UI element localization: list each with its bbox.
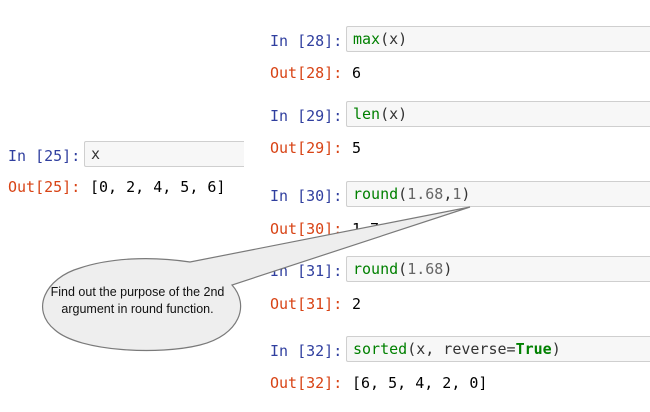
code-input-31[interactable]: round(1.68) [346, 256, 650, 282]
code-token: , [443, 185, 453, 203]
code-token: round [353, 185, 399, 203]
cell-29-in: In [29]: [270, 103, 342, 129]
out-prompt-25: Out[25]: [8, 178, 81, 196]
in-prompt-28: In [28]: [270, 32, 343, 50]
cell-31-out: Out[31]: [270, 293, 342, 315]
in-prompt-29: In [29]: [270, 107, 343, 125]
cell-30-in: In [30]: [270, 183, 342, 209]
output-30: 1.7 [352, 220, 380, 238]
output-31: 2 [352, 295, 362, 313]
code-token: 1.68 [407, 185, 444, 203]
code-input-30[interactable]: round(1.68,1) [346, 181, 650, 207]
output-32: [6, 5, 4, 2, 0] [352, 374, 488, 392]
code-token: = [506, 340, 516, 358]
code-token: (x) [380, 30, 408, 48]
code-token: 1.68 [407, 260, 444, 278]
code-token: ( [398, 260, 408, 278]
code-token: ) [551, 340, 561, 358]
in-prompt-30: In [30]: [270, 187, 343, 205]
out-prompt-29: Out[29]: [270, 139, 343, 157]
code-token: (x) [380, 105, 408, 123]
code-token: ( [398, 185, 408, 203]
cell-30-out: Out[30]: [270, 218, 342, 240]
in-prompt-32: In [32]: [270, 342, 343, 360]
code-input-29[interactable]: len(x) [346, 101, 650, 127]
output-29: 5 [352, 139, 362, 157]
code-input-25[interactable]: x [84, 141, 244, 167]
cell-32-in: In [32]: [270, 338, 342, 364]
in-prompt-31: In [31]: [270, 262, 343, 280]
code-token: ) [443, 260, 453, 278]
code-token: round [353, 260, 399, 278]
cell-32-out: Out[32]: [270, 372, 342, 394]
cell-29-out: Out[29]: [270, 137, 342, 159]
cell-28-out: Out[28]: [270, 62, 342, 84]
code-token: len [353, 105, 381, 123]
code-token: max [353, 30, 381, 48]
output-28: 6 [352, 64, 362, 82]
code-token: sorted [353, 340, 408, 358]
code-token: True [515, 340, 552, 358]
cell-28-in: In [28]: [270, 28, 342, 54]
code-input-32[interactable]: sorted(x, reverse=True) [346, 336, 650, 362]
out-prompt-28: Out[28]: [270, 64, 343, 82]
cell-31-in: In [31]: [270, 258, 342, 284]
callout-text: Find out the purpose of the 2nd argument… [50, 285, 225, 316]
code-token: (x, reverse [407, 340, 507, 358]
code-token: 1 [452, 185, 462, 203]
out-prompt-32: Out[32]: [270, 374, 343, 392]
cell-25-in: In [25]: [8, 143, 80, 169]
code-token: ) [461, 185, 471, 203]
in-prompt-25: In [25]: [8, 147, 81, 165]
code-token: x [91, 145, 101, 163]
output-25: [0, 2, 4, 5, 6] [90, 178, 226, 196]
out-prompt-30: Out[30]: [270, 220, 343, 238]
code-input-28[interactable]: max(x) [346, 26, 650, 52]
out-prompt-31: Out[31]: [270, 295, 343, 313]
cell-25-out: Out[25]: [8, 176, 80, 198]
